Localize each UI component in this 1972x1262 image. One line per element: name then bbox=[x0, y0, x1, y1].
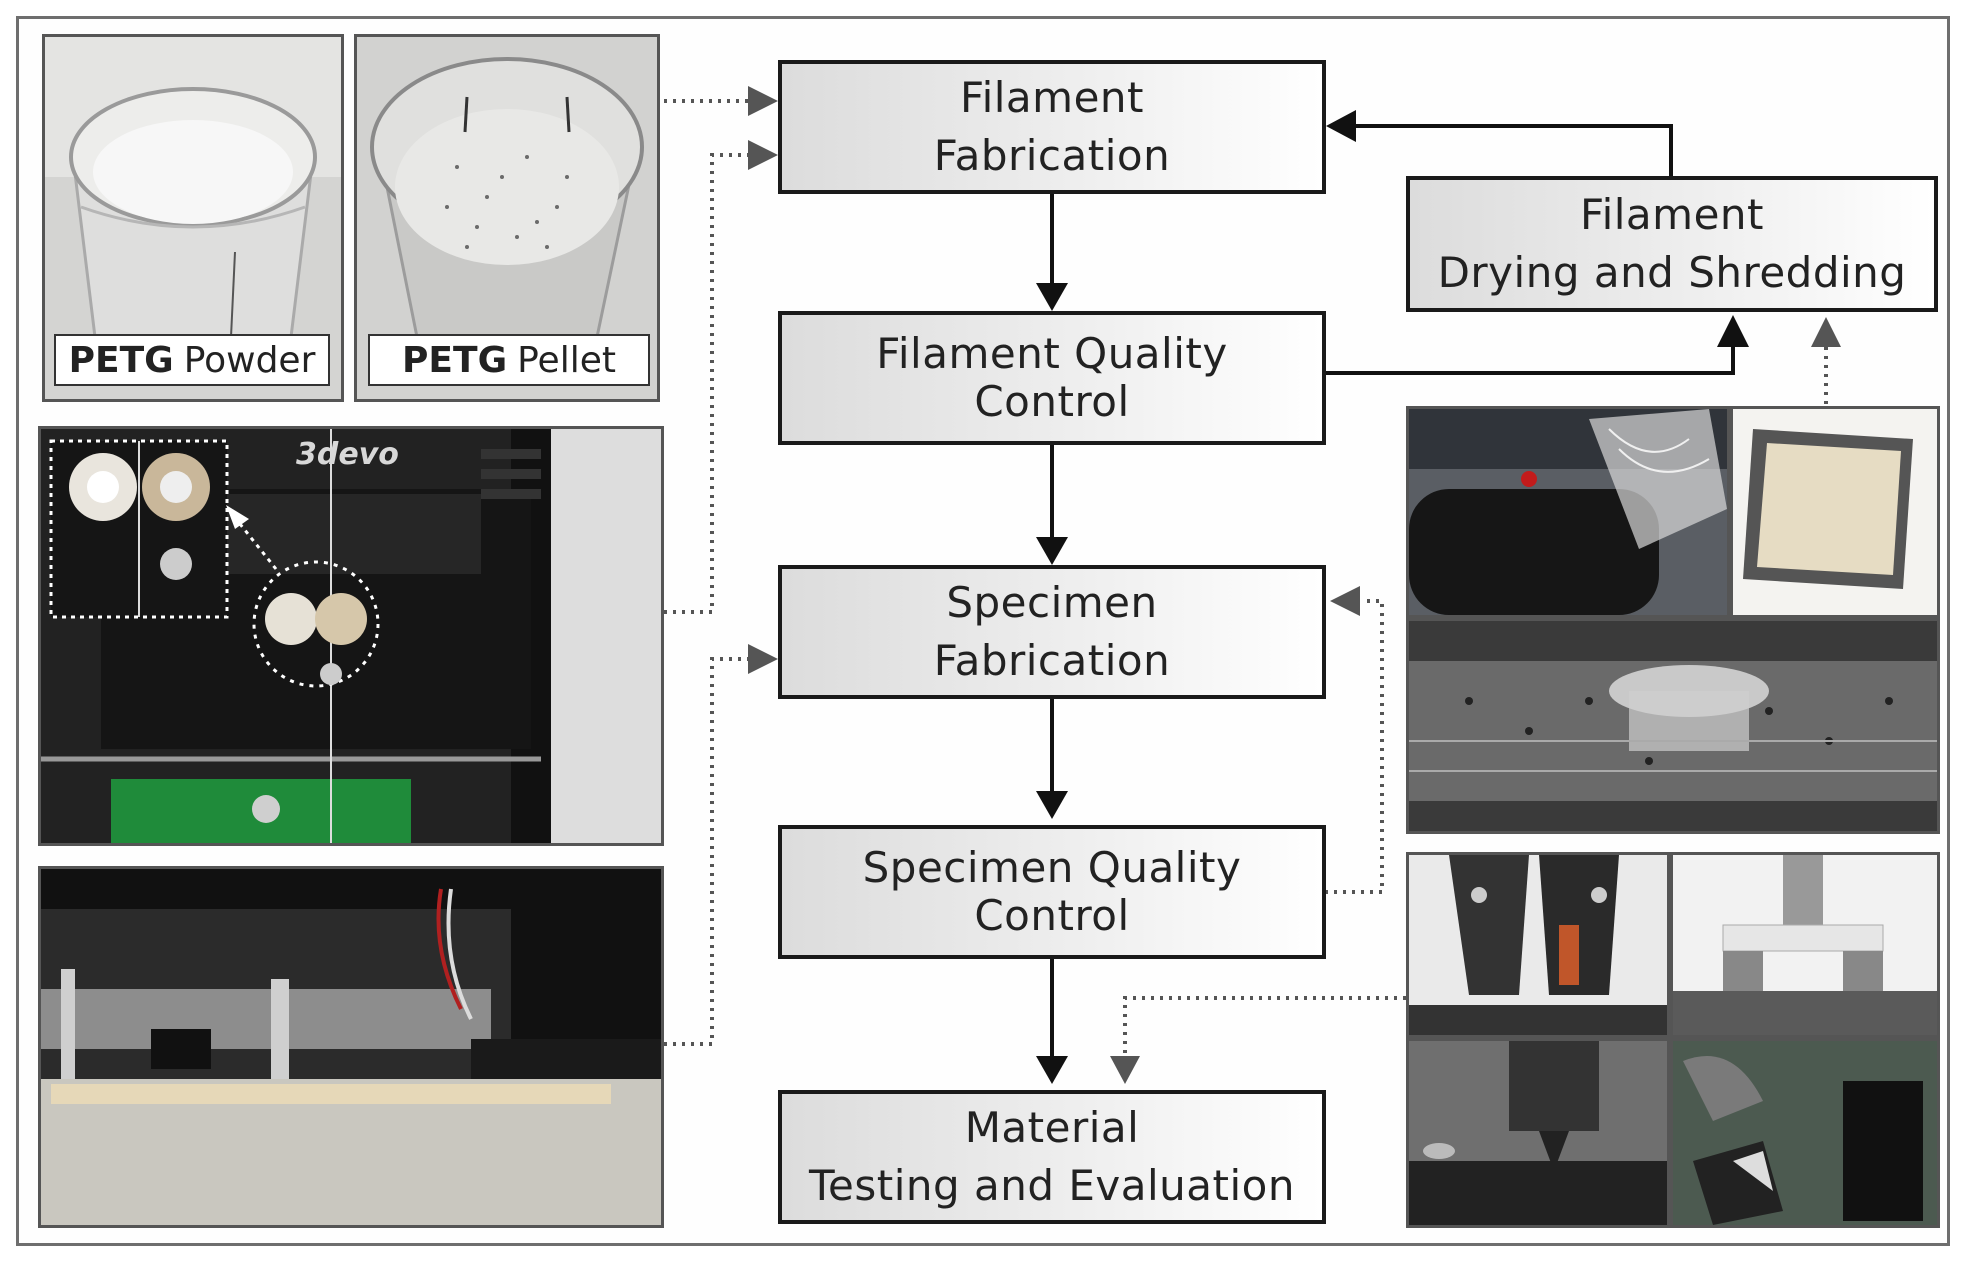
tensile-illustration bbox=[1409, 855, 1667, 1035]
filament-fabrication-line1: Filament bbox=[959, 72, 1145, 122]
specimen-qc-line1: Specimen Quality bbox=[862, 842, 1242, 892]
tensile-test-photo bbox=[1406, 852, 1670, 1038]
material-testing-line1: Material bbox=[964, 1102, 1140, 1152]
material-testing-line2: Testing and Evaluation bbox=[809, 1161, 1295, 1210]
drying-shredding-line1: Filament bbox=[1579, 189, 1765, 239]
printed-part-illustration bbox=[1409, 621, 1937, 831]
specimen-qc-line2: Control bbox=[974, 891, 1130, 940]
petg-powder-label: PETG Powder bbox=[54, 334, 330, 386]
powder-text-label: Powder bbox=[183, 339, 316, 381]
pellet-text-label: Pellet bbox=[517, 339, 616, 381]
extruder-illustration bbox=[41, 429, 661, 843]
specimen-fabrication-line2: Fabrication bbox=[933, 636, 1171, 685]
printer-illustration bbox=[41, 869, 661, 1225]
shredder-illustration bbox=[1409, 409, 1727, 615]
flexural-illustration bbox=[1673, 855, 1937, 1035]
pellet-bold-label: PETG bbox=[402, 339, 508, 381]
indentation-test-photo bbox=[1406, 1038, 1670, 1228]
filament-qc-line1: Filament Quality bbox=[876, 328, 1228, 378]
filament-quality-control-box: Filament Quality Control bbox=[778, 311, 1326, 445]
tray-illustration bbox=[1733, 409, 1937, 615]
powder-bold-label: PETG bbox=[68, 339, 174, 381]
filament-qc-line2: Control bbox=[974, 377, 1130, 426]
filament-fabrication-box: Filament Fabrication bbox=[778, 60, 1326, 194]
specimen-fabrication-box: Specimen Fabrication bbox=[778, 565, 1326, 699]
printed-part-photo bbox=[1406, 618, 1940, 834]
drying-shredding-box: Filament Drying and Shredding bbox=[1406, 176, 1938, 312]
printer-photo bbox=[38, 866, 664, 1228]
indentation-illustration bbox=[1409, 1041, 1667, 1225]
extruder-brand-text: 3devo bbox=[296, 437, 399, 472]
flexural-test-photo bbox=[1670, 852, 1940, 1038]
filament-fabrication-line2: Fabrication bbox=[933, 131, 1171, 180]
dried-material-photo bbox=[1730, 406, 1940, 618]
drying-shredding-line2: Drying and Shredding bbox=[1437, 248, 1907, 297]
specimen-fabrication-line1: Specimen bbox=[946, 577, 1158, 627]
impact-illustration bbox=[1673, 1041, 1937, 1225]
material-testing-box: Material Testing and Evaluation bbox=[778, 1090, 1326, 1224]
impact-test-photo bbox=[1670, 1038, 1940, 1228]
shredder-photo bbox=[1406, 406, 1730, 618]
specimen-quality-control-box: Specimen Quality Control bbox=[778, 825, 1326, 959]
petg-pellet-label: PETG Pellet bbox=[368, 334, 650, 386]
powder-cup-illustration bbox=[45, 37, 341, 399]
extruder-photo: 3devo bbox=[38, 426, 664, 846]
